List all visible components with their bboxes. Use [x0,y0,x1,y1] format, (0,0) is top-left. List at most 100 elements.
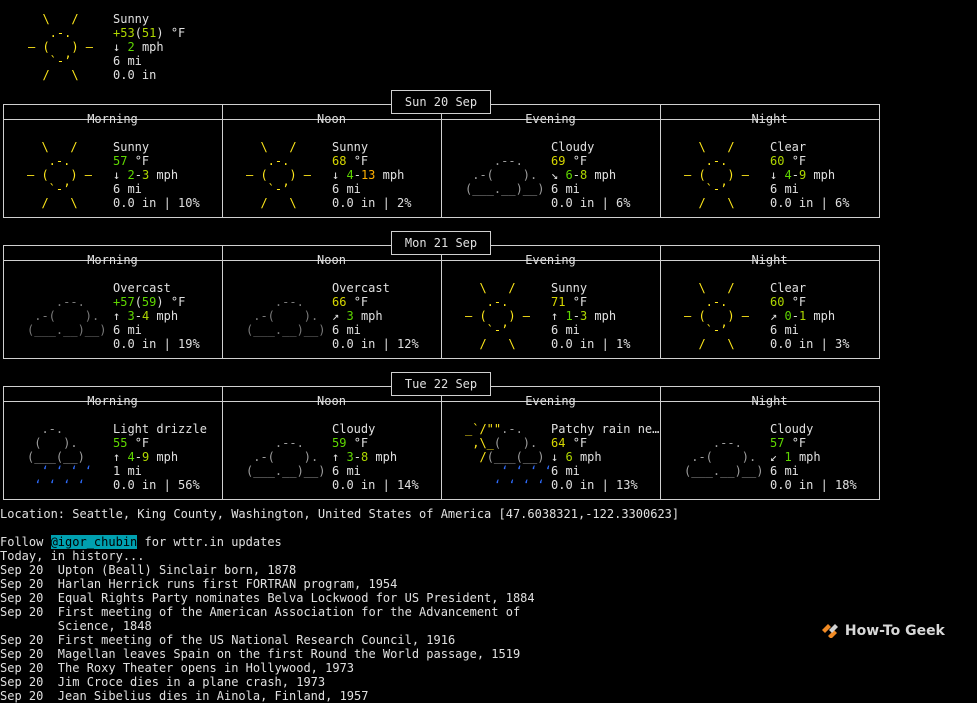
wind-arrow-icon: ↗ [332,309,340,323]
current-precip: 0.0 in [113,68,157,82]
period-temp-unit: °F [791,154,807,168]
period-wind: 3 [346,309,354,323]
period-details: Sunny 57 °F ↓ 2-3 mph 6 mi 0.0 in | 10% [113,140,200,210]
column-header-morning: Morning [87,394,138,408]
period-details: Clear 60 °F ↗ 0-1 mph 6 mi 0.0 in | 3% [770,281,850,351]
column-header-evening: Evening [525,112,576,126]
period-temp: 71 [551,295,566,309]
period-wind-high: 9 [141,450,150,464]
period-wind-unit: mph [375,450,398,464]
sunny-weather-icon: \ / .-. ― ( ) ― `-’ / \ [684,140,750,210]
period-wind: 1 [784,450,792,464]
sunny-weather-icon: \ / .-. ― ( ) ― `-’ / \ [465,281,531,351]
history-text: Science, 1848 [43,619,152,633]
wind-arrow-icon: ↗ [770,309,778,323]
period-wind-low: 2 [127,168,135,182]
location-line: Location: Seattle, King County, Washingt… [0,507,680,521]
period-condition: Overcast [332,281,390,295]
period-precip: 0.0 in | 18% [770,478,857,492]
current-sun-icon: \ / .-. ― ( ) ― `-’ / \ [28,12,94,82]
twitter-handle-link[interactable]: @igor_chubin [50,535,138,549]
history-text: Jim Croce dies in a plane crash, 1973 [43,675,326,689]
period-precip: 0.0 in | 3% [770,337,850,351]
period-details: Patchy rain ne… 64 °F ↓ 6 mph 6 mi 0.0 i… [551,422,659,492]
history-item: Sep 20 Jean Sibelius dies in Ainola, Fin… [0,689,535,703]
current-feels: 51 [141,26,157,40]
history-text: Magellan leaves Spain on the first Round… [43,647,521,661]
history-item: Sep 20 Upton (Beall) Sinclair born, 1878 [0,563,535,577]
period-wind-unit: mph [594,309,617,323]
period-precip: 0.0 in | 6% [551,196,631,210]
period-condition: Sunny [332,140,369,154]
wind-arrow-icon: ↑ [113,450,121,464]
wind-arrow-icon: ↙ [770,450,778,464]
period-wind-high: 3 [141,168,150,182]
period-temp: 69 [551,154,566,168]
history-item: Sep 20 The Roxy Theater opens in Hollywo… [0,661,535,675]
period-visibility: 1 mi [113,464,142,478]
period-wind-unit: mph [813,309,836,323]
wind-arrow-icon: ↑ [551,309,559,323]
column-header-night: Night [751,253,788,267]
period-condition: Light drizzle [113,422,207,436]
period-temp-unit: °F [134,436,150,450]
current-weather: \ / .-. ― ( ) ― `-’ / \ Sunny +53(51) °F… [0,12,300,82]
history-text: First meeting of the US National Researc… [43,633,456,647]
current-temp: +53 [113,26,135,40]
period-visibility: 6 mi [113,323,142,337]
period-wind-low: 4 [346,168,354,182]
day-date-label: Tue 22 Sep [391,372,491,396]
table-column-divider [660,104,661,218]
overcast-weather-icon: .--. .-( ). (___.__)__) [27,295,107,337]
period-visibility: 6 mi [551,464,580,478]
wind-arrow-icon: ↓ [332,168,340,182]
period-precip: 0.0 in | 19% [113,337,200,351]
period-temp: 66 [332,295,347,309]
sunny-weather-icon: \ / .-. ― ( ) ― `-’ / \ [246,140,312,210]
period-temp: 59 [332,436,347,450]
period-temp-unit: °F [572,436,588,450]
follow-suffix: for wttr.in updates [137,535,282,549]
period-temp-unit: °F [353,154,369,168]
period-temp-unit: °F [134,154,150,168]
period-wind-high: 1 [798,309,807,323]
period-wind-high: 3 [579,309,588,323]
column-header-noon: Noon [317,112,346,126]
period-wind-low: 0 [784,309,792,323]
period-details: Sunny 68 °F ↓ 4-13 mph 6 mi 0.0 in | 2% [332,140,412,210]
table-column-divider [222,245,223,359]
period-wind-unit: mph [579,450,602,464]
period-precip: 0.0 in | 13% [551,478,638,492]
period-visibility: 6 mi [770,323,799,337]
period-wind: 6 [565,450,573,464]
current-details: Sunny +53(51) °F ↓ 2 mph 6 mi 0.0 in [113,12,186,82]
wind-arrow-icon: ↓ [551,450,559,464]
period-temp: 57 [770,436,785,450]
sunny-weather-icon: \ / .-. ― ( ) ― `-’ / \ [684,281,750,351]
period-wind-unit: mph [798,450,821,464]
sunny-weather-icon: \ / .-. ― ( ) ― `-’ / \ [27,140,93,210]
history-date: Sep 20 [0,591,44,605]
wind-arrow-icon: ↓ [113,168,121,182]
period-temp: 57 [113,154,128,168]
drizzle-weather-icon: .-. ( ). (___(__) ‘ ‘ ‘ ‘ ‘ ‘ ‘ ‘ [27,422,100,492]
history-date: Sep 20 [0,647,44,661]
period-temp: 64 [551,436,566,450]
period-wind-high: 9 [798,168,807,182]
history-item: Sep 20 Harlan Herrick runs first FORTRAN… [0,577,535,591]
period-precip: 0.0 in | 14% [332,478,419,492]
cloudy-weather-icon: .--. .-( ). (___.__)__) [465,154,545,196]
period-temp-unit: °F [791,436,807,450]
history-text: First meeting of the American Associatio… [43,605,521,619]
period-details: Overcast +57(59) °F ↑ 3-4 mph 6 mi 0.0 i… [113,281,200,351]
period-precip: 0.0 in | 12% [332,337,419,351]
period-temp: +57 [113,295,135,309]
period-wind-unit: mph [382,168,405,182]
history-item: Sep 20 Jim Croce dies in a plane crash, … [0,675,535,689]
period-condition: Overcast [113,281,171,295]
period-details: Light drizzle 55 °F ↑ 4-9 mph 1 mi 0.0 i… [113,422,207,492]
period-condition: Sunny [113,140,150,154]
current-wind-unit: mph [141,40,164,54]
history-date: Sep 20 [0,661,44,675]
column-header-evening: Evening [525,253,576,267]
